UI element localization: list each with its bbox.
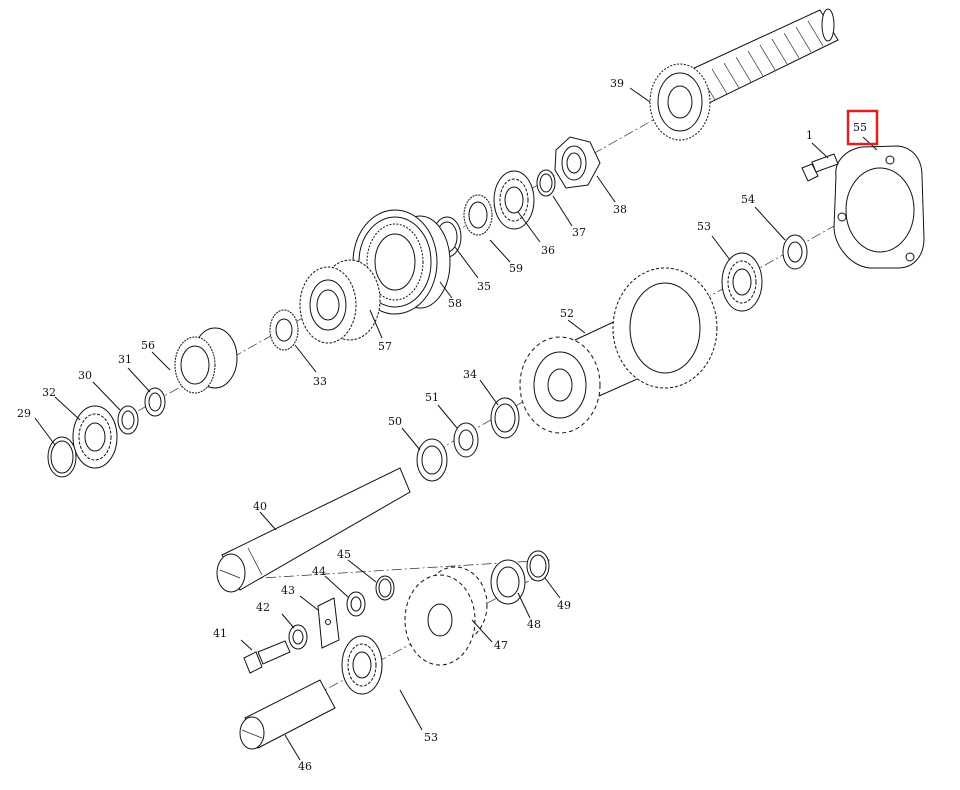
part-56-gear[interactable]	[174, 327, 238, 394]
label-40: 40	[253, 500, 267, 513]
label-33: 33	[313, 375, 327, 388]
label-48: 48	[527, 618, 541, 631]
label-53-upper: 53	[697, 220, 711, 233]
part-30-washer[interactable]	[117, 405, 139, 435]
part-29-washer[interactable]	[47, 436, 77, 478]
part-41-bolt[interactable]	[243, 640, 291, 674]
part-37-snap-ring[interactable]	[536, 169, 556, 197]
label-59: 59	[509, 262, 523, 275]
part-50-bushing[interactable]	[416, 438, 448, 482]
label-56: 56	[141, 339, 155, 352]
part-48-washer[interactable]	[490, 559, 526, 605]
part-42-washer[interactable]	[288, 624, 308, 650]
label-46: 46	[298, 760, 312, 773]
label-34: 34	[463, 368, 477, 381]
label-43: 43	[281, 584, 295, 597]
part-49-snap-ring[interactable]	[526, 550, 550, 582]
part-53-bearing-lower[interactable]	[341, 635, 383, 695]
label-53-lower: 53	[424, 731, 438, 744]
part-1-bolt[interactable]	[801, 153, 839, 182]
part-54-washer[interactable]	[782, 234, 808, 270]
label-44: 44	[312, 565, 326, 578]
part-38-nut[interactable]	[554, 136, 601, 189]
label-29: 29	[17, 407, 31, 420]
part-59-synchro-ring[interactable]	[463, 194, 493, 236]
label-57: 57	[378, 340, 392, 353]
label-31: 31	[118, 353, 132, 366]
label-37: 37	[572, 226, 586, 239]
part-52-countershaft-cluster[interactable]	[519, 267, 718, 434]
label-38: 38	[613, 203, 627, 216]
label-50: 50	[388, 415, 402, 428]
part-51-washer[interactable]	[453, 422, 479, 458]
part-33-hub[interactable]	[269, 309, 299, 351]
label-39: 39	[610, 77, 624, 90]
part-47-idler-gear[interactable]	[404, 566, 488, 666]
label-54: 54	[741, 193, 755, 206]
label-42: 42	[256, 601, 270, 614]
part-46-shaft[interactable]	[239, 679, 336, 750]
label-55: 55	[853, 121, 867, 134]
part-44-washer[interactable]	[346, 591, 366, 617]
label-47: 47	[494, 639, 508, 652]
label-41: 41	[213, 627, 227, 640]
label-35: 35	[477, 280, 491, 293]
label-52: 52	[560, 307, 574, 320]
part-36-bearing[interactable]	[493, 170, 535, 230]
label-49: 49	[557, 599, 571, 612]
part-40-shaft[interactable]	[216, 467, 411, 593]
part-53-bearing-upper[interactable]	[721, 252, 763, 312]
label-32: 32	[42, 386, 56, 399]
part-32-bearing[interactable]	[72, 405, 118, 469]
part-57-gear[interactable]	[299, 259, 381, 344]
label-58: 58	[448, 297, 462, 310]
label-45: 45	[337, 548, 351, 561]
label-30: 30	[78, 369, 92, 382]
part-31-washer[interactable]	[144, 387, 166, 417]
highlight-box-55	[846, 109, 879, 146]
part-45-o-ring[interactable]	[375, 575, 395, 601]
part-39-output-shaft-gear[interactable]	[649, 8, 839, 141]
label-1: 1	[806, 129, 813, 142]
part-43-lock-plate[interactable]	[317, 597, 340, 649]
label-36: 36	[541, 244, 555, 257]
label-51: 51	[425, 391, 439, 404]
part-34-washer[interactable]	[490, 397, 520, 439]
part-55-cover-plate[interactable]	[833, 145, 925, 269]
